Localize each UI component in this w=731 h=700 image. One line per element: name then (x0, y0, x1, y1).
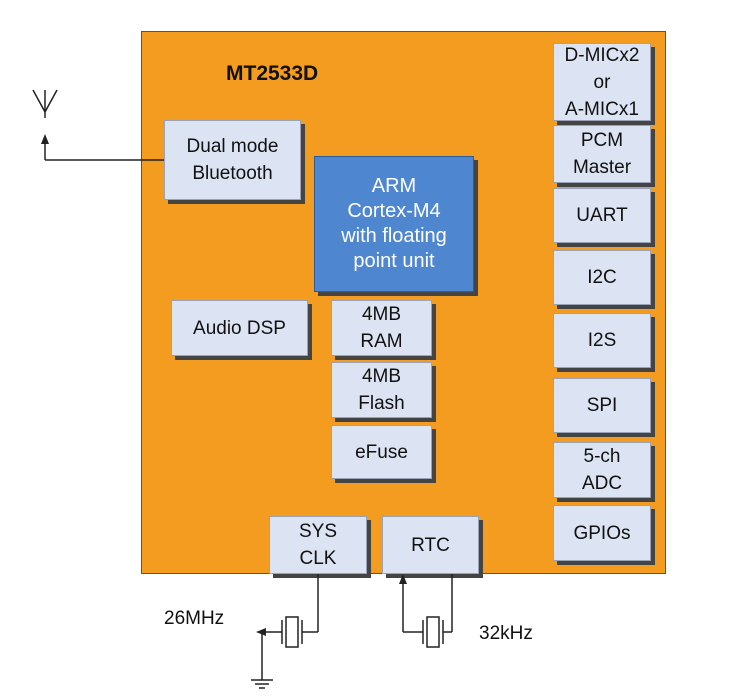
arm-cpu-block: ARM Cortex-M4 with floating point unit (314, 156, 474, 292)
flash-block: 4MB Flash (331, 362, 432, 418)
i2c-block: I2C (553, 250, 651, 305)
antenna-connection-line (44, 140, 164, 161)
crystal-26mhz-icon (281, 616, 303, 648)
rtc-crystal-circuit (402, 574, 453, 633)
uart-block: UART (553, 188, 651, 243)
bluetooth-block: Dual mode Bluetooth (164, 120, 301, 200)
ram-block: 4MB RAM (331, 300, 432, 356)
efuse-block: eFuse (331, 425, 432, 479)
chip-title: MT2533D (226, 62, 319, 85)
gpios-block: GPIOs (553, 505, 651, 561)
audio-dsp-block: Audio DSP (171, 300, 308, 356)
pcm-master-block: PCM Master (553, 125, 651, 183)
rtc-block: RTC (382, 516, 479, 574)
sysclk-block: SYS CLK (269, 516, 367, 574)
adc-block: 5-ch ADC (553, 442, 651, 498)
antenna-icon (32, 89, 58, 118)
sysclk-frequency-label: 26MHz (164, 608, 225, 629)
rtc-frequency-label: 32kHz (479, 623, 533, 644)
spi-block: SPI (553, 378, 651, 433)
i2s-block: I2S (553, 313, 651, 368)
crystal-32khz-icon (422, 616, 444, 648)
rtc-arrow-icon (399, 574, 407, 584)
mic-interface-block: D-MICx2 or A-MICx1 (553, 43, 651, 121)
sysclk-arrow-icon (256, 628, 266, 636)
antenna-arrow-icon (41, 134, 49, 144)
